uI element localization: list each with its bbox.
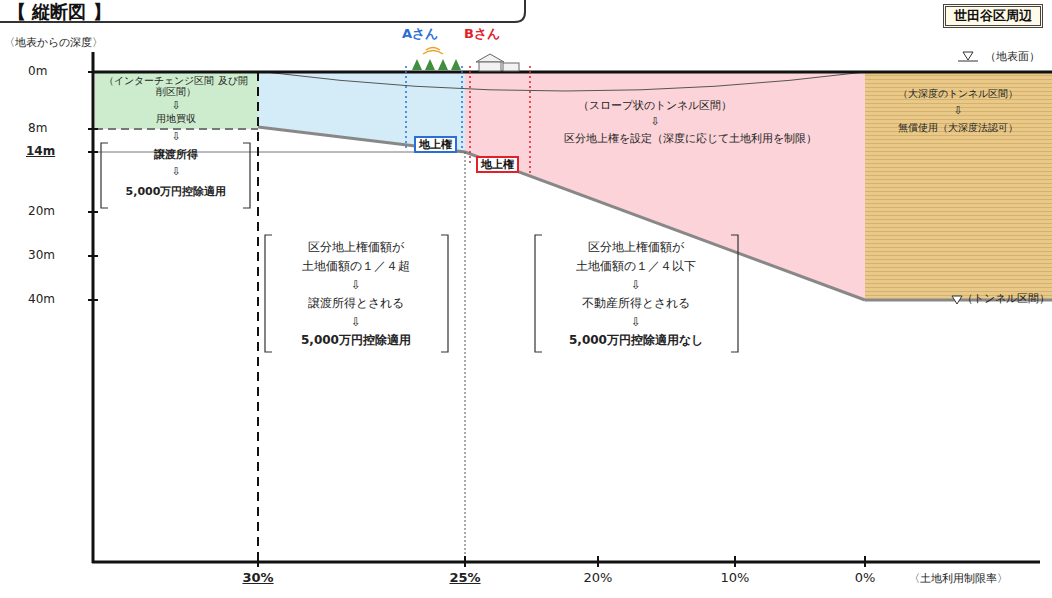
label-text: 5,000万円控除適用: [126, 185, 227, 198]
label-text: 〈土地利用制限率〉: [909, 572, 1008, 585]
label-text: （スロープ状のトンネル区間）: [578, 99, 732, 112]
label-text: ⇩: [171, 99, 180, 112]
label-text: 区分地上権価額が: [308, 240, 404, 254]
label-text: 土地価額の１／４以下: [576, 259, 696, 273]
label-text: 20%: [584, 570, 613, 586]
label-text: 用地買収: [156, 113, 196, 125]
label-text: 譲渡所得: [154, 148, 198, 161]
label-text: ⇩: [351, 315, 361, 329]
label-text: ⇩: [953, 104, 962, 117]
label-text: 譲渡所得とされる: [308, 296, 404, 310]
label-text: 10%: [721, 570, 750, 586]
label-text: （地表面）: [985, 50, 1040, 63]
label-text: ⇩: [171, 130, 180, 143]
label-text: 区分地上権を設定（深度に応じて土地利用を制限）: [564, 132, 817, 145]
label-text: 30m: [28, 248, 55, 262]
label-text: 土地価額の１／４超: [302, 259, 410, 273]
node-text: 地上権: [419, 138, 452, 151]
label-text: ⇩: [171, 165, 180, 178]
label-text: 0m: [28, 64, 47, 78]
right-box: 地上権: [414, 136, 457, 153]
label-text: 14m: [26, 144, 55, 158]
label-text: ⇩: [650, 115, 659, 128]
label-text: 40m: [28, 292, 55, 306]
area-box: 世田谷区周辺: [943, 4, 1043, 28]
label-text: ⇩: [631, 278, 641, 292]
label-text: 30%: [242, 570, 273, 586]
label-text: 無償使用（大深度法認可）: [898, 122, 1018, 134]
label-text: 〈地表からの深度〉: [4, 36, 103, 49]
label-text: 不動産所得とされる: [582, 296, 690, 310]
label-text: 区分地上権価額が: [588, 240, 684, 254]
node-text: 世田谷区周辺: [954, 8, 1032, 24]
label-text: Aさん: [402, 26, 438, 42]
label-text: 5,000万円控除適用: [301, 333, 411, 347]
label-text: Bさん: [464, 26, 500, 42]
label-text: 5,000万円控除適用なし: [569, 333, 703, 347]
label-text: （大深度のトンネル区間）: [898, 88, 1018, 100]
label-text: 20m: [28, 204, 55, 218]
label-text: 25%: [449, 570, 480, 586]
label-text: 0%: [855, 570, 876, 586]
label-text: （インターチェンジ区間 及び開削区間）: [101, 75, 251, 98]
node-text: 地上権: [481, 158, 514, 171]
diagram-title: 【 縦断図 】: [8, 1, 111, 23]
label-text: 8m: [28, 121, 47, 135]
right-box: 地上権: [476, 156, 519, 173]
label-text: （トンネル区間）: [962, 292, 1050, 305]
label-text: ⇩: [631, 315, 641, 329]
label-text: ⇩: [351, 278, 361, 292]
